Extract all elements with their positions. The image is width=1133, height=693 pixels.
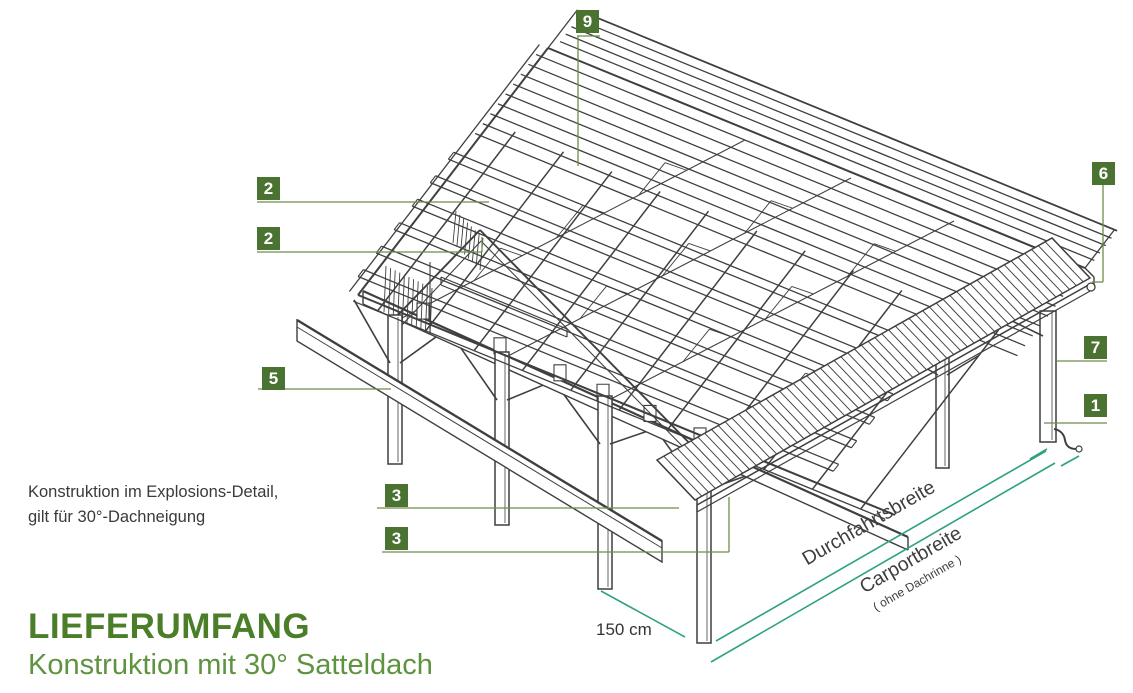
page-subtitle: Konstruktion mit 30° Satteldach xyxy=(28,649,433,681)
explosion-note: Konstruktion im Explosions-Detail, gilt … xyxy=(28,480,278,530)
callout-badge-3-lower: 3 xyxy=(385,527,408,550)
callout-badge-6: 6 xyxy=(1092,162,1115,185)
title-block: LIEFERUMFANG Konstruktion mit 30° Sattel… xyxy=(28,608,433,682)
callout-badge-5: 5 xyxy=(262,367,285,390)
callout-badge-9: 9 xyxy=(576,10,599,33)
page-title: LIEFERUMFANG xyxy=(28,607,311,646)
dim-post-spacing-label: 150 cm xyxy=(596,620,652,639)
note-line-2: gilt für 30°-Dachneigung xyxy=(28,508,206,526)
callout-badge-1: 1 xyxy=(1084,394,1107,417)
callout-badge-7: 7 xyxy=(1084,336,1107,359)
callout-badge-2-lower: 2 xyxy=(257,227,280,250)
callout-badge-2-upper: 2 xyxy=(257,177,280,200)
callout-badge-3-upper: 3 xyxy=(385,484,408,507)
note-line-1: Konstruktion im Explosions-Detail, xyxy=(28,483,279,501)
